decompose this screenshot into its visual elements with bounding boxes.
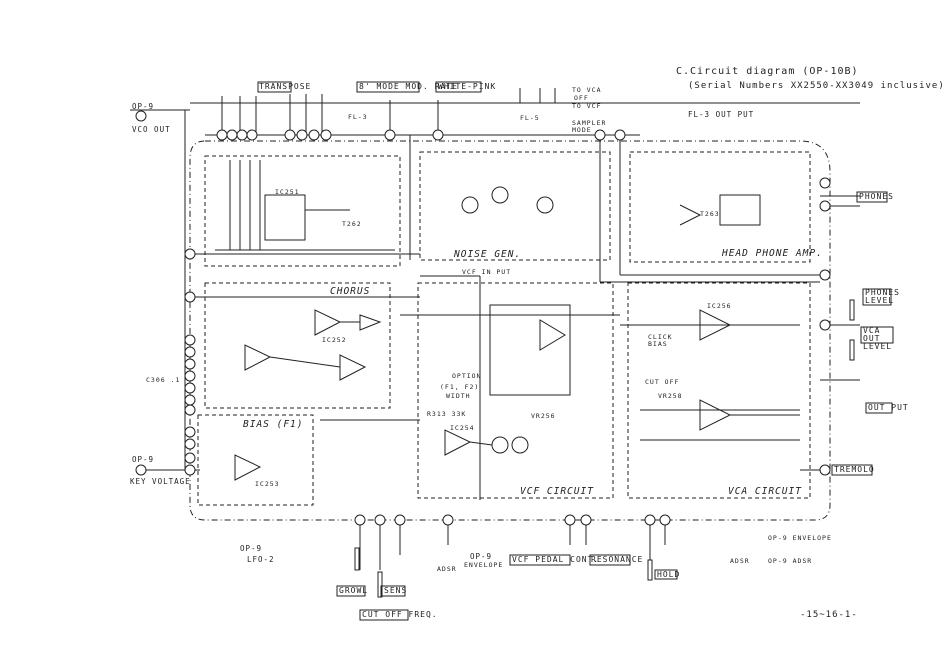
vca-out-level-label: VCA OUT LEVEL bbox=[863, 326, 893, 351]
cut-off-freq-label: CUT OFF FREQ. bbox=[362, 610, 438, 619]
ic251-section bbox=[204, 155, 401, 267]
vca-circuit-label: VCA CIRCUIT bbox=[728, 486, 802, 497]
ic252-label: IC252 bbox=[322, 336, 347, 344]
noise-gen-section bbox=[419, 151, 611, 261]
vr258-label: VR258 bbox=[658, 392, 683, 400]
diagram-title: C.Circuit diagram (OP-10B) bbox=[676, 66, 859, 77]
op9-lfo2-label: OP-9 bbox=[240, 544, 263, 553]
op9-envelope-right-label: OP-9 ENVELOPE bbox=[768, 534, 832, 542]
tremolo-label: TREMOLO bbox=[834, 465, 875, 474]
ic253-label: IC253 bbox=[255, 480, 280, 488]
vcf-in-put-label: VCF IN PUT bbox=[462, 268, 512, 276]
adsr-right-label: ADSR bbox=[730, 557, 750, 565]
sampler-mode-label: SAMPLER MODE bbox=[572, 119, 607, 134]
cut-off-label: CUT OFF bbox=[645, 378, 680, 386]
to-vca-label: TO VCA bbox=[572, 86, 602, 94]
f1f2-label: (F1, F2) bbox=[440, 383, 480, 391]
envelope-left-label: ENVELOPE bbox=[464, 561, 504, 569]
width-label: WIDTH bbox=[446, 392, 471, 400]
diagram-subtitle: (Serial Numbers XX2550-XX3049 inclusive) bbox=[688, 81, 945, 91]
growl-label: GROWL bbox=[339, 586, 369, 595]
out-put-label: OUT PUT bbox=[868, 403, 909, 412]
head-phone-amp-section bbox=[629, 151, 811, 263]
q263-label: T263 bbox=[700, 210, 720, 218]
to-vcf-label: TO VCF bbox=[572, 102, 602, 110]
phones-level-label: PHONES LEVEL bbox=[865, 288, 900, 305]
r313-label: R313 33K bbox=[427, 410, 467, 418]
sens-label: SENS bbox=[384, 586, 408, 595]
fl5-label: FL-5 bbox=[520, 114, 540, 122]
bias-label: BIAS (F1) bbox=[243, 419, 304, 430]
vco-out-label: VCO OUT bbox=[132, 125, 171, 134]
mod-rate-label: 8' MODE MOD. RATE bbox=[359, 82, 458, 91]
ic254-label: IC254 bbox=[450, 424, 475, 432]
off-label: OFF bbox=[574, 94, 589, 102]
vcf-circuit-label: VCF CIRCUIT bbox=[520, 486, 594, 497]
ic251-label: IC251 bbox=[275, 188, 300, 196]
transpose-label: TRANSPOSE bbox=[259, 82, 312, 91]
key-voltage-label: KEY VOLTAGE bbox=[130, 477, 191, 486]
chorus-label: CHORUS bbox=[330, 286, 371, 297]
fl3-out-put-label: FL-3 OUT PUT bbox=[688, 110, 755, 119]
c306-label: C306 .1 bbox=[146, 376, 181, 384]
vr256-label: VR256 bbox=[531, 412, 556, 420]
white-pink-label: WHITE-PINK bbox=[438, 82, 497, 91]
hold-label: HOLD bbox=[657, 570, 681, 579]
click-bias-label: CLICK BIAS bbox=[648, 333, 673, 348]
op9-top-label: OP-9 bbox=[132, 102, 155, 111]
adsr-left-label: ADSR bbox=[437, 565, 457, 573]
head-phone-amp-label: HEAD PHONE AMP. bbox=[722, 248, 823, 259]
vcf-pedal-cont-label: VCF PEDAL CONT. bbox=[512, 555, 600, 564]
op9-bottom-label: OP-9 bbox=[132, 455, 155, 464]
resonance-label: RESONANCE bbox=[591, 555, 644, 564]
phones-label: PHONES bbox=[859, 192, 894, 201]
op9-adsr-right-label: OP-9 ADSR bbox=[768, 557, 813, 565]
noise-gen-label: NOISE GEN. bbox=[454, 249, 522, 260]
option-label: OPTION bbox=[452, 372, 482, 380]
q262-label: T262 bbox=[342, 220, 362, 228]
vca-circuit-section bbox=[627, 282, 811, 499]
board-outline bbox=[189, 140, 831, 521]
page-number: -15~16-1- bbox=[800, 610, 858, 620]
ic256-label: IC256 bbox=[707, 302, 732, 310]
chorus-section bbox=[204, 282, 391, 409]
vcf-circuit-section bbox=[417, 282, 614, 499]
op9-envelope-left-label: OP-9 bbox=[470, 552, 493, 561]
bias-section bbox=[197, 414, 314, 506]
lfo2-label: LFO-2 bbox=[247, 555, 275, 564]
fl3-left-label: FL-3 bbox=[348, 113, 368, 121]
